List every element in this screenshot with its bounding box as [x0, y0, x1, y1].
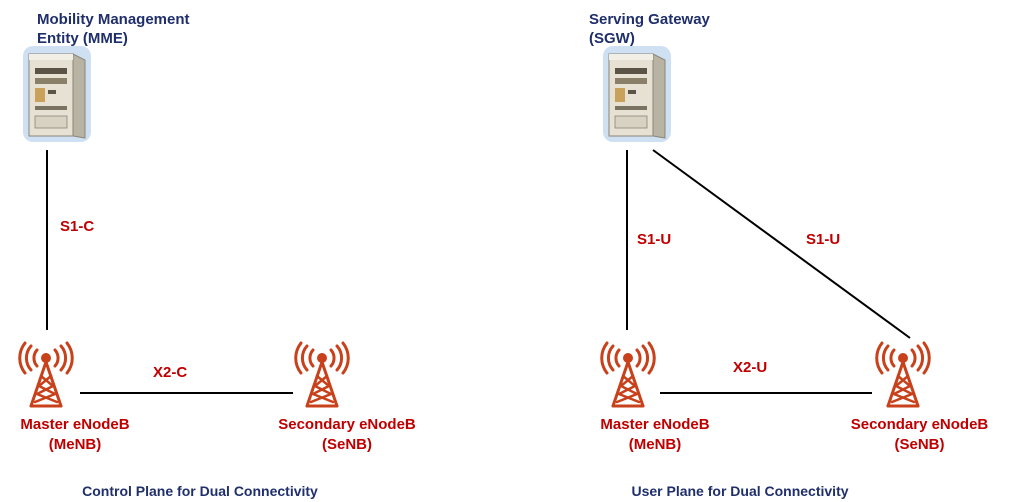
sgw-title-line2: (SGW) [589, 30, 635, 47]
control-plane-caption: Control Plane for Dual Connectivity [82, 483, 318, 499]
control-senb-line1: Secondary eNodeB [278, 416, 416, 433]
s1c-label: S1-C [60, 218, 95, 235]
user-plane-caption: User Plane for Dual Connectivity [631, 483, 849, 499]
control-menb-tower-icon [18, 341, 74, 408]
user-menb-line2: (MeNB) [628, 436, 682, 453]
link-s1u-secondary-line [652, 149, 911, 339]
mme-server-icon [22, 45, 92, 143]
x2c-label: X2-C [153, 364, 188, 381]
s1u-master-label: S1-U [637, 231, 672, 248]
control-menb-line1: Master eNodeB [20, 416, 130, 433]
user-senb-tower-icon [875, 341, 931, 408]
control-senb-line2: (SeNB) [321, 436, 372, 453]
sgw-title: Serving Gateway (SGW) [589, 10, 710, 48]
sgw-server-icon [602, 45, 672, 143]
mme-title: Mobility Management Entity (MME) [37, 10, 190, 48]
mme-title-line2: Entity (MME) [37, 30, 128, 47]
sgw-title-line1: Serving Gateway [589, 11, 710, 28]
user-menb-label: Master eNodeB (MeNB) [585, 415, 725, 455]
user-senb-line2: (SeNB) [894, 436, 945, 453]
control-senb-tower-icon [294, 341, 350, 408]
user-menb-line1: Master eNodeB [600, 416, 710, 433]
s1u-secondary-label: S1-U [806, 231, 841, 248]
control-menb-line2: (MeNB) [48, 436, 102, 453]
control-menb-label: Master eNodeB (MeNB) [0, 415, 150, 455]
x2u-label: X2-U [733, 359, 768, 376]
user-menb-tower-icon [600, 341, 656, 408]
user-senb-line1: Secondary eNodeB [850, 416, 989, 433]
user-senb-label: Secondary eNodeB (SeNB) [830, 415, 1009, 455]
control-senb-label: Secondary eNodeB (SeNB) [262, 415, 432, 455]
mme-title-line1: Mobility Management [37, 11, 190, 28]
